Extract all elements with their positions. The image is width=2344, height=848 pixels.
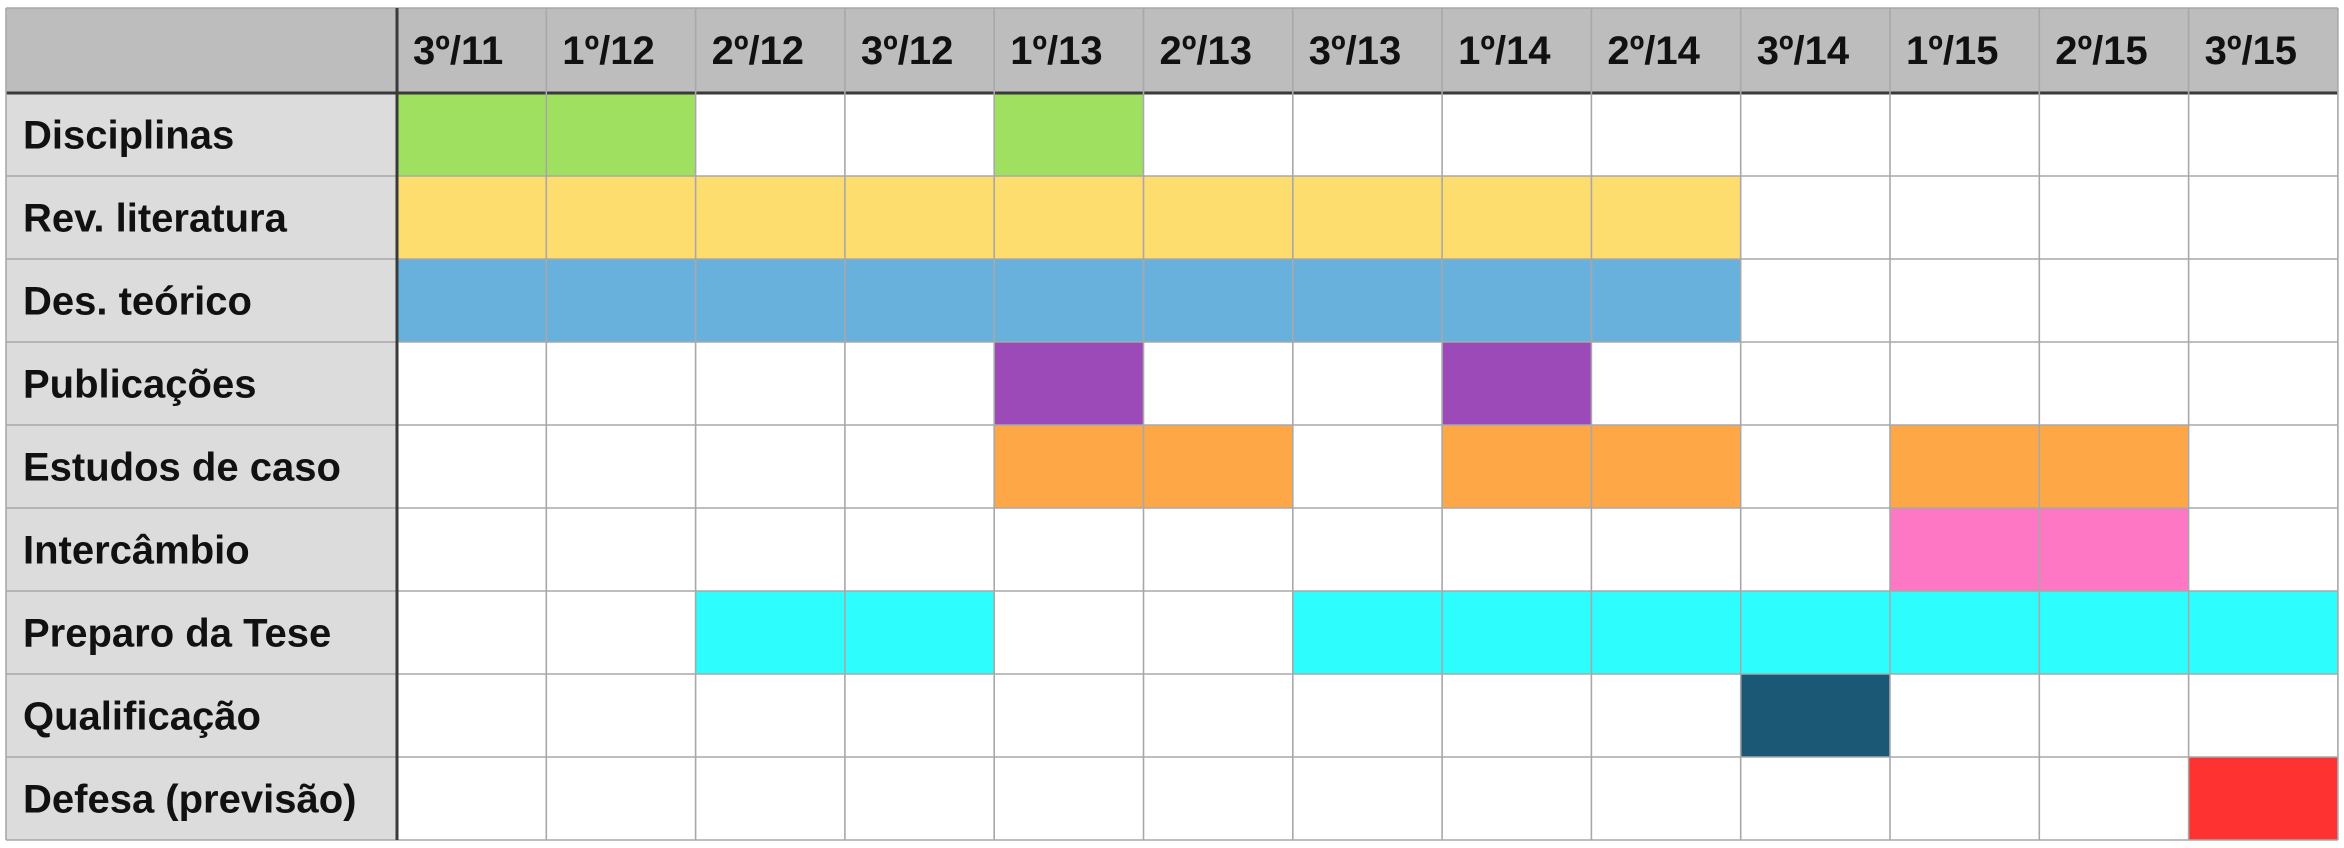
activity-cell <box>2039 508 2189 591</box>
period-label: 1º/12 <box>562 29 654 73</box>
period-label: 3º/11 <box>413 29 503 73</box>
activity-cell <box>1591 425 1741 508</box>
activity-cell <box>844 176 995 259</box>
activity-cell <box>994 176 1144 259</box>
activity-label: Des. teórico <box>23 280 252 324</box>
activity-cell <box>546 176 696 259</box>
activity-cell <box>1591 591 1741 674</box>
activity-label: Publicações <box>23 363 256 407</box>
activity-label: Preparo da Tese <box>23 612 331 656</box>
activity-cell <box>844 259 995 342</box>
period-label: 3º/13 <box>1309 29 1401 73</box>
activity-cell <box>994 342 1144 425</box>
period-label: 2º/15 <box>2055 29 2147 73</box>
period-label: 1º/15 <box>1906 29 1998 73</box>
activity-cell <box>2039 591 2189 674</box>
activity-label: Rev. literatura <box>23 197 288 241</box>
activity-cell <box>1143 259 1293 342</box>
activity-cell <box>1442 591 1592 674</box>
activity-cell <box>1890 425 2040 508</box>
activity-cell <box>994 259 1144 342</box>
activity-cell <box>397 93 547 176</box>
period-label: 2º/12 <box>712 29 804 73</box>
activity-cell <box>1442 425 1592 508</box>
period-label: 3º/15 <box>2205 29 2297 73</box>
activity-cell <box>844 591 995 674</box>
activity-label: Qualificação <box>23 695 261 739</box>
period-label: 3º/14 <box>1757 29 1850 73</box>
activity-label: Disciplinas <box>23 114 234 158</box>
activity-cell <box>695 176 845 259</box>
period-label: 1º/14 <box>1458 29 1551 73</box>
activity-cell <box>1591 176 1741 259</box>
activity-cell <box>1442 176 1592 259</box>
header-background <box>6 8 2338 93</box>
activity-cell <box>1890 508 2040 591</box>
activity-cell <box>1292 591 1443 674</box>
period-label: 2º/13 <box>1160 29 1252 73</box>
activity-cell <box>546 259 696 342</box>
activity-label: Estudos de caso <box>23 446 341 490</box>
activity-cell <box>994 93 1144 176</box>
activity-cell <box>695 591 845 674</box>
period-label: 2º/14 <box>1607 29 1700 73</box>
activity-cell <box>397 259 547 342</box>
activity-cell <box>695 259 845 342</box>
activity-cell <box>1740 674 1890 757</box>
activity-cell <box>1591 259 1741 342</box>
activity-label: Intercâmbio <box>23 529 250 573</box>
activity-cell <box>1292 176 1443 259</box>
period-label: 1º/13 <box>1010 29 1102 73</box>
activity-cell <box>397 176 547 259</box>
activity-cell <box>1143 176 1293 259</box>
activity-cell <box>994 425 1144 508</box>
activity-cell <box>546 93 696 176</box>
label-column-background <box>6 93 397 840</box>
activity-cell <box>2188 757 2338 840</box>
activity-cell <box>2039 425 2189 508</box>
activity-cell <box>1143 425 1293 508</box>
activity-cell <box>1442 342 1592 425</box>
activity-cell <box>1740 591 1890 674</box>
activity-cell <box>1442 259 1592 342</box>
period-label: 3º/12 <box>861 29 953 73</box>
activity-label: Defesa (previsão) <box>23 778 356 822</box>
activity-cell <box>2188 591 2338 674</box>
activity-cell <box>1890 591 2040 674</box>
activity-cell <box>1292 259 1443 342</box>
